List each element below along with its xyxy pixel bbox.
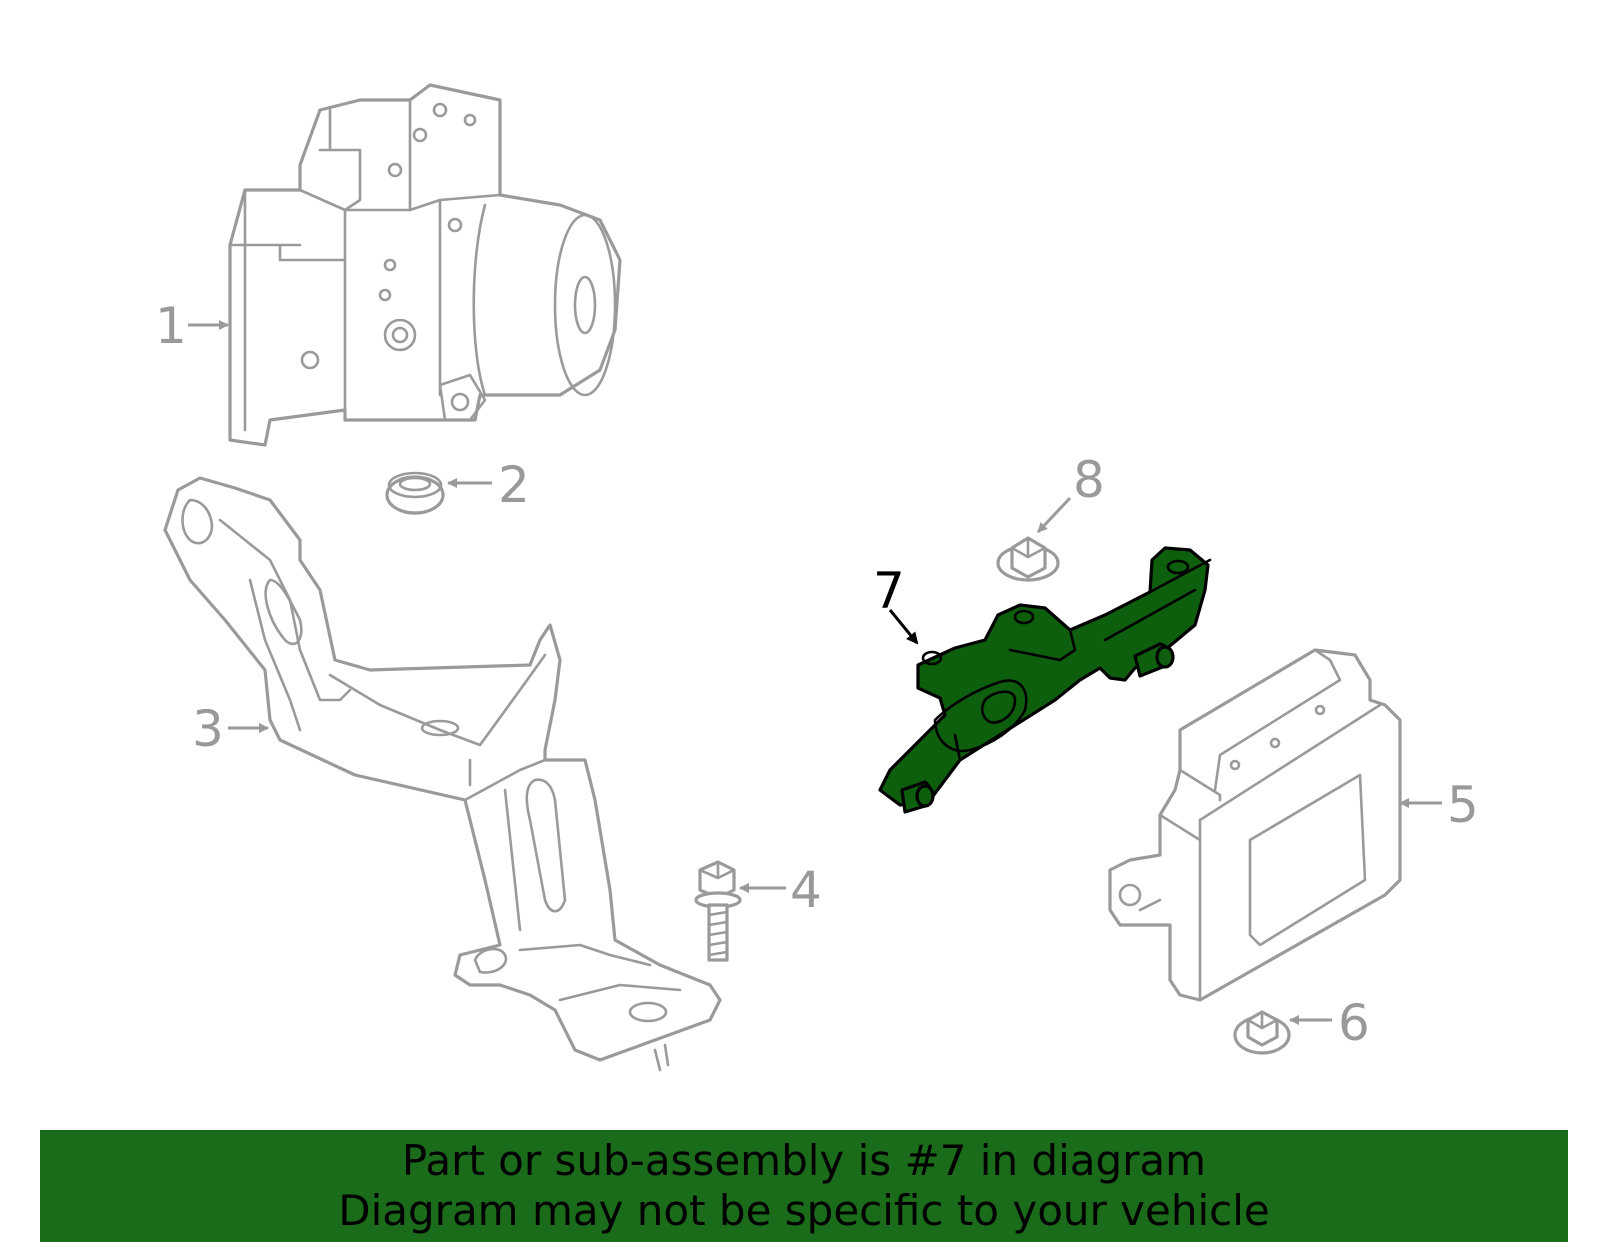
callout-2: 2 [498, 456, 530, 514]
callout-1: 1 [155, 297, 187, 355]
mounting-bracket[interactable] [163, 476, 722, 1072]
module-bracket-highlighted[interactable] [878, 546, 1212, 814]
grommet[interactable] [385, 471, 445, 515]
callout-6: 6 [1338, 994, 1370, 1052]
leader-lines [188, 320, 1442, 1025]
callout-5: 5 [1447, 776, 1479, 834]
flange-nut-lower[interactable] [1233, 1010, 1291, 1055]
bolt[interactable] [694, 860, 742, 962]
abs-hydraulic-unit[interactable] [228, 83, 622, 447]
callout-8: 8 [1073, 451, 1105, 509]
callout-3: 3 [192, 700, 224, 758]
banner-line-1: Part or sub-assembly is #7 in diagram [401, 1136, 1207, 1185]
info-banner: Part or sub-assembly is #7 in diagram Di… [40, 1130, 1568, 1242]
callout-4: 4 [790, 861, 822, 919]
banner-line-2: Diagram may not be specific to your vehi… [338, 1186, 1270, 1235]
flange-nut-upper[interactable] [996, 536, 1060, 582]
control-module[interactable] [1108, 648, 1402, 1002]
callout-7: 7 [873, 562, 905, 620]
